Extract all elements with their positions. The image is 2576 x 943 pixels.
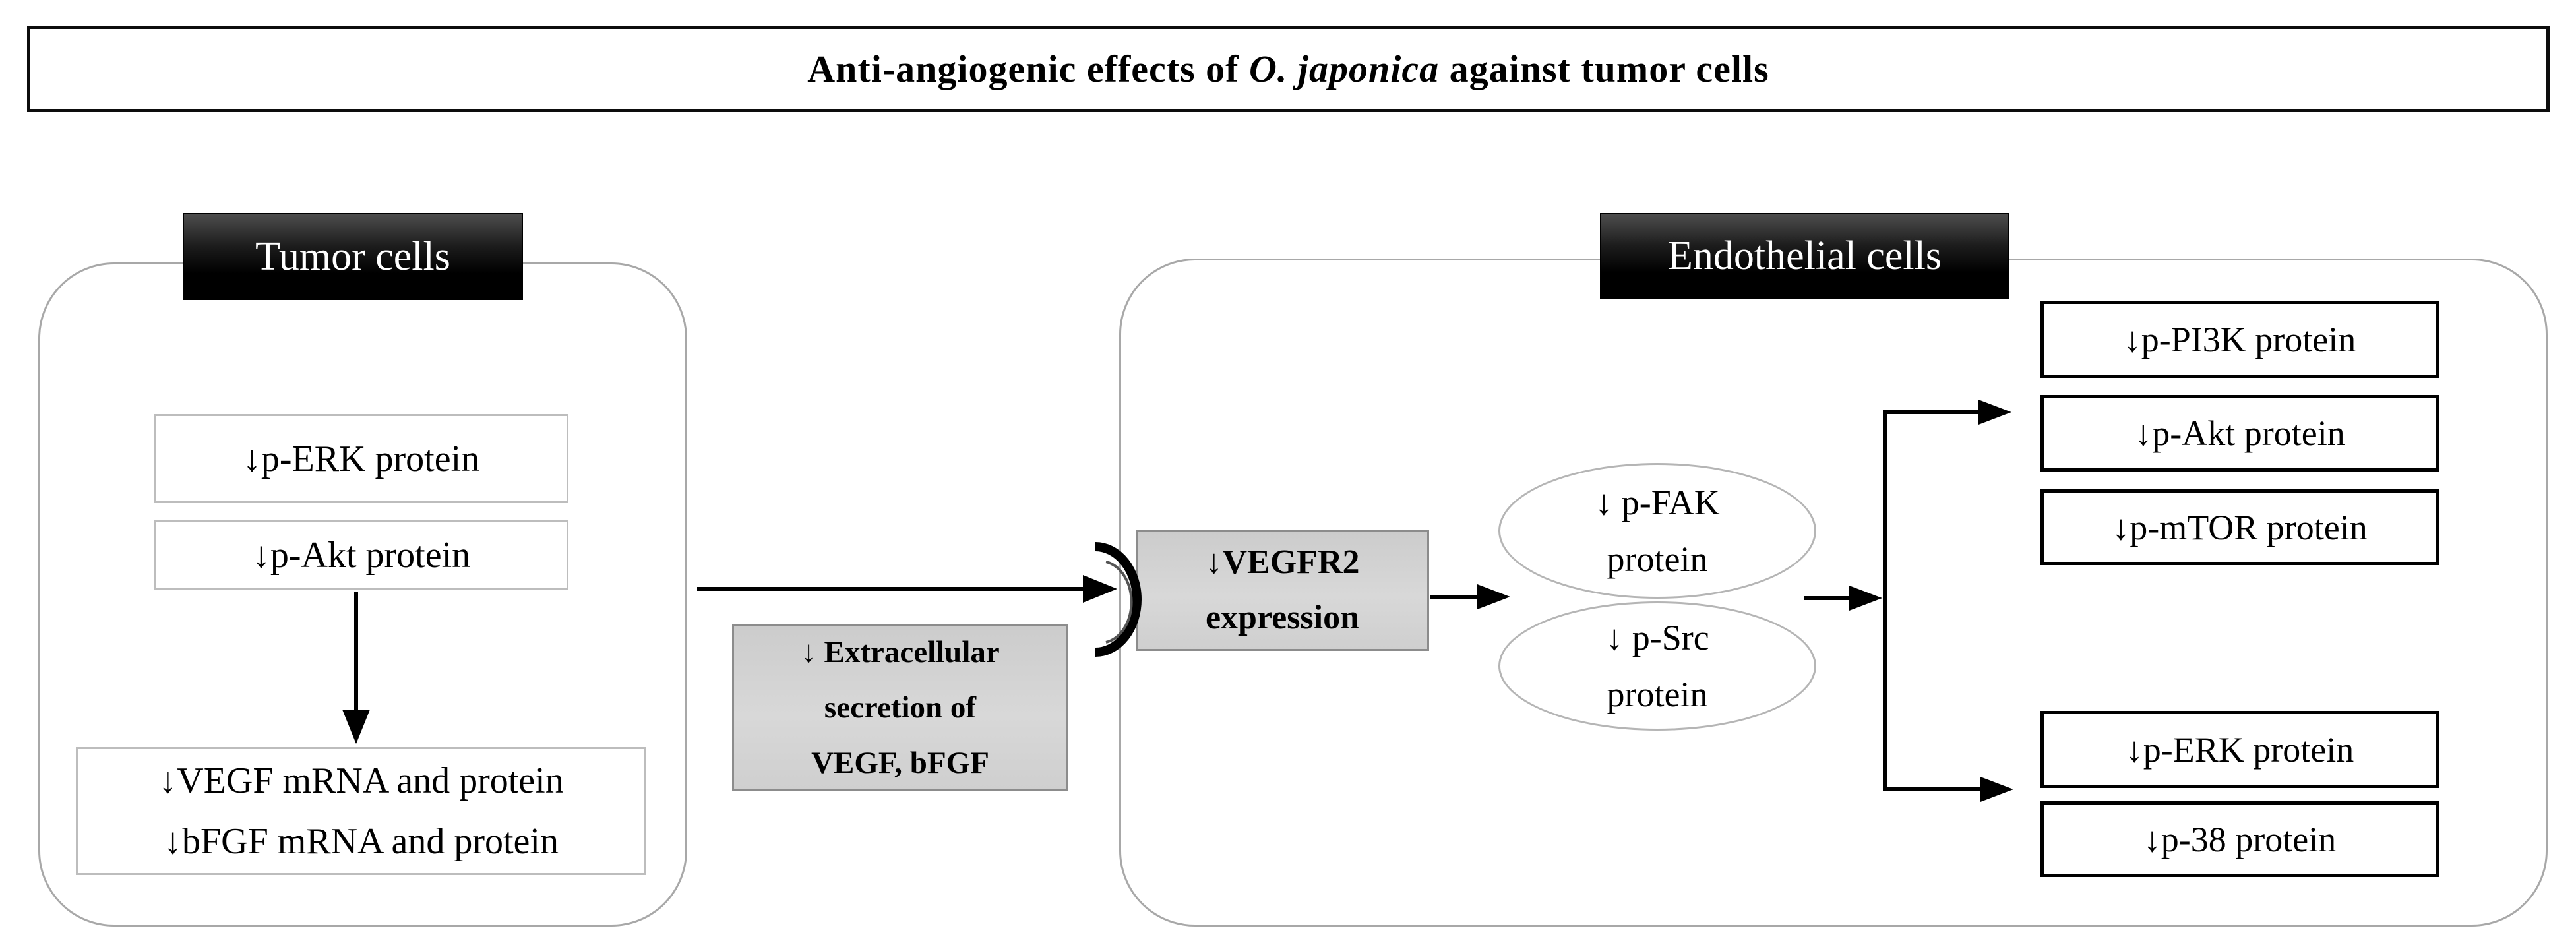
tumor-bfgf-line: ↓bFGF mRNA and protein (164, 821, 559, 862)
endothelial-p-erk-box: ↓p-ERK protein (2040, 711, 2439, 788)
p-src-ellipse: ↓ p-Src protein (1498, 601, 1816, 731)
p-pi3k-box: ↓p-PI3K protein (2040, 301, 2439, 378)
endothelial-p-akt-label: ↓p-Akt protein (2134, 413, 2345, 453)
tumor-p-erk-box: ↓p-ERK protein (154, 414, 568, 503)
figure-title-box: Anti-angiogenic effects of O. japonica a… (27, 26, 2550, 112)
p-src-line1: ↓ p-Src (1605, 618, 1709, 657)
endothelial-cells-header-label: Endothelial cells (1668, 233, 1942, 278)
vegfr2-line1: ↓VEGFR2 (1205, 543, 1360, 581)
endothelial-p-erk-label: ↓p-ERK protein (2125, 729, 2354, 770)
tumor-p-akt-label: ↓p-Akt protein (251, 534, 471, 576)
p-38-label: ↓p-38 protein (2143, 819, 2337, 859)
p-src-line2: protein (1607, 675, 1708, 714)
extracellular-line3: VEGF, bFGF (811, 746, 989, 780)
extracellular-line2: secretion of (824, 690, 977, 725)
tumor-p-erk-label: ↓p-ERK protein (242, 438, 480, 479)
endothelial-p-akt-box: ↓p-Akt protein (2040, 395, 2439, 472)
endothelial-cells-header: Endothelial cells (1600, 213, 2009, 299)
p-pi3k-label: ↓p-PI3K protein (2123, 319, 2356, 359)
vegfr2-line2: expression (1205, 599, 1360, 636)
p-38-box: ↓p-38 protein (2040, 801, 2439, 877)
vegfr2-expression-box: ↓VEGFR2 expression (1136, 530, 1429, 651)
p-fak-ellipse: ↓ p-FAK protein (1498, 463, 1816, 599)
p-fak-line2: protein (1607, 539, 1708, 579)
tumor-vegf-line: ↓VEGF mRNA and protein (158, 760, 564, 801)
tumor-cells-header: Tumor cells (183, 213, 523, 300)
title-species-italic: O. japonica (1248, 47, 1440, 90)
title-text-suffix: against tumor cells (1439, 47, 1769, 90)
p-mtor-box: ↓p-mTOR protein (2040, 489, 2439, 565)
tumor-vegf-bfgf-box: ↓VEGF mRNA and protein ↓bFGF mRNA and pr… (76, 747, 646, 875)
p-fak-line1: ↓ p-FAK (1595, 483, 1720, 522)
tumor-cells-header-label: Tumor cells (255, 233, 450, 279)
p-mtor-label: ↓p-mTOR protein (2112, 507, 2368, 547)
tumor-p-akt-box: ↓p-Akt protein (154, 520, 568, 590)
arrowhead-tumor-to-endothelial (1083, 575, 1117, 603)
extracellular-secretion-box: ↓ Extracellular secretion of VEGF, bFGF (732, 624, 1068, 791)
extracellular-line1: ↓ Extracellular (801, 635, 1000, 669)
title-text-prefix: Anti-angiogenic effects of (807, 47, 1249, 90)
